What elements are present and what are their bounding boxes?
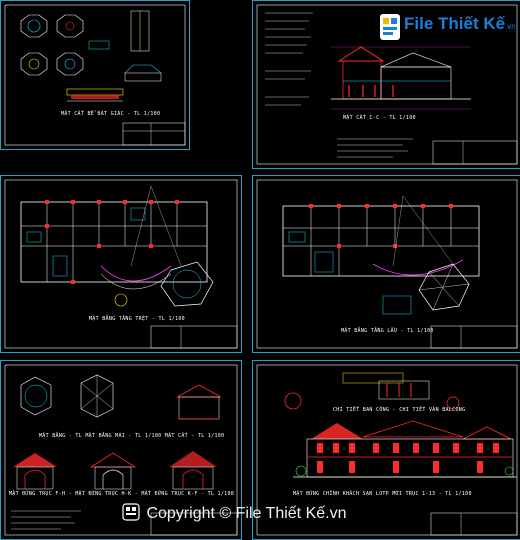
section-cc-title: MẶT CẮT C-C - TL 1/100: [343, 115, 416, 121]
logo-mark-icon: [380, 14, 400, 40]
details-title: MẶT CẮT BỂ BÁT GIÁC - TL 1/100: [61, 111, 161, 117]
sheet-upper-plan: MẶT BẰNG TẦNG LẦU - TL 1/100: [252, 175, 520, 353]
gazebo-title-bottom: MẶT ĐỨNG TRỤC F-H - MẶT ĐỨNG TRỤC H-K - …: [9, 491, 235, 497]
upper-plan-title: MẶT BẰNG TẦNG LẦU - TL 1/100: [341, 328, 434, 334]
elevation-title: MẶT ĐỨNG CHÍNH KHÁCH SẠN LOTP MỚI TRỤC 1…: [293, 491, 472, 497]
upper-plan-drawing: [256, 179, 518, 349]
brand-name: File Thiết Kế.vn: [404, 14, 516, 33]
copyright-mark-icon: [122, 503, 140, 521]
ground-plan-drawing: [4, 179, 238, 349]
gazebo-title-top: MẶT BẰNG - TL MẶT BẰNG MÁI - TL 1/100 MẶ…: [39, 433, 225, 439]
section-cc-drawing: [256, 4, 518, 165]
gazebo-drawing: [4, 364, 238, 536]
sheet-elevation: CHI TIẾT BAN CÔNG - CHI TIẾT VÁN BALCONG…: [252, 360, 520, 540]
elevation-drawing: [256, 364, 518, 536]
copyright-watermark: Copyright © File Thiết Kế.vn: [120, 503, 346, 523]
copyright-text: Copyright © File Thiết Kế.vn: [146, 505, 347, 522]
ground-plan-title: MẶT BẰNG TẦNG TRỆT - TL 1/100: [89, 316, 185, 322]
brand-logo: File Thiết Kế.vn: [378, 10, 516, 46]
sheet-details: MẶT CẮT BỂ BÁT GIÁC - TL 1/100: [0, 0, 190, 150]
sheet-ground-plan: MẶT BẰNG TẦNG TRỆT - TL 1/100: [0, 175, 242, 353]
elevation-detail-title: CHI TIẾT BAN CÔNG - CHI TIẾT VÁN BALCONG: [333, 407, 466, 413]
details-drawing: [4, 4, 186, 146]
brand-domain: .vn: [505, 22, 516, 31]
sheet-gazebo: MẶT BẰNG - TL MẶT BẰNG MÁI - TL 1/100 MẶ…: [0, 360, 242, 540]
